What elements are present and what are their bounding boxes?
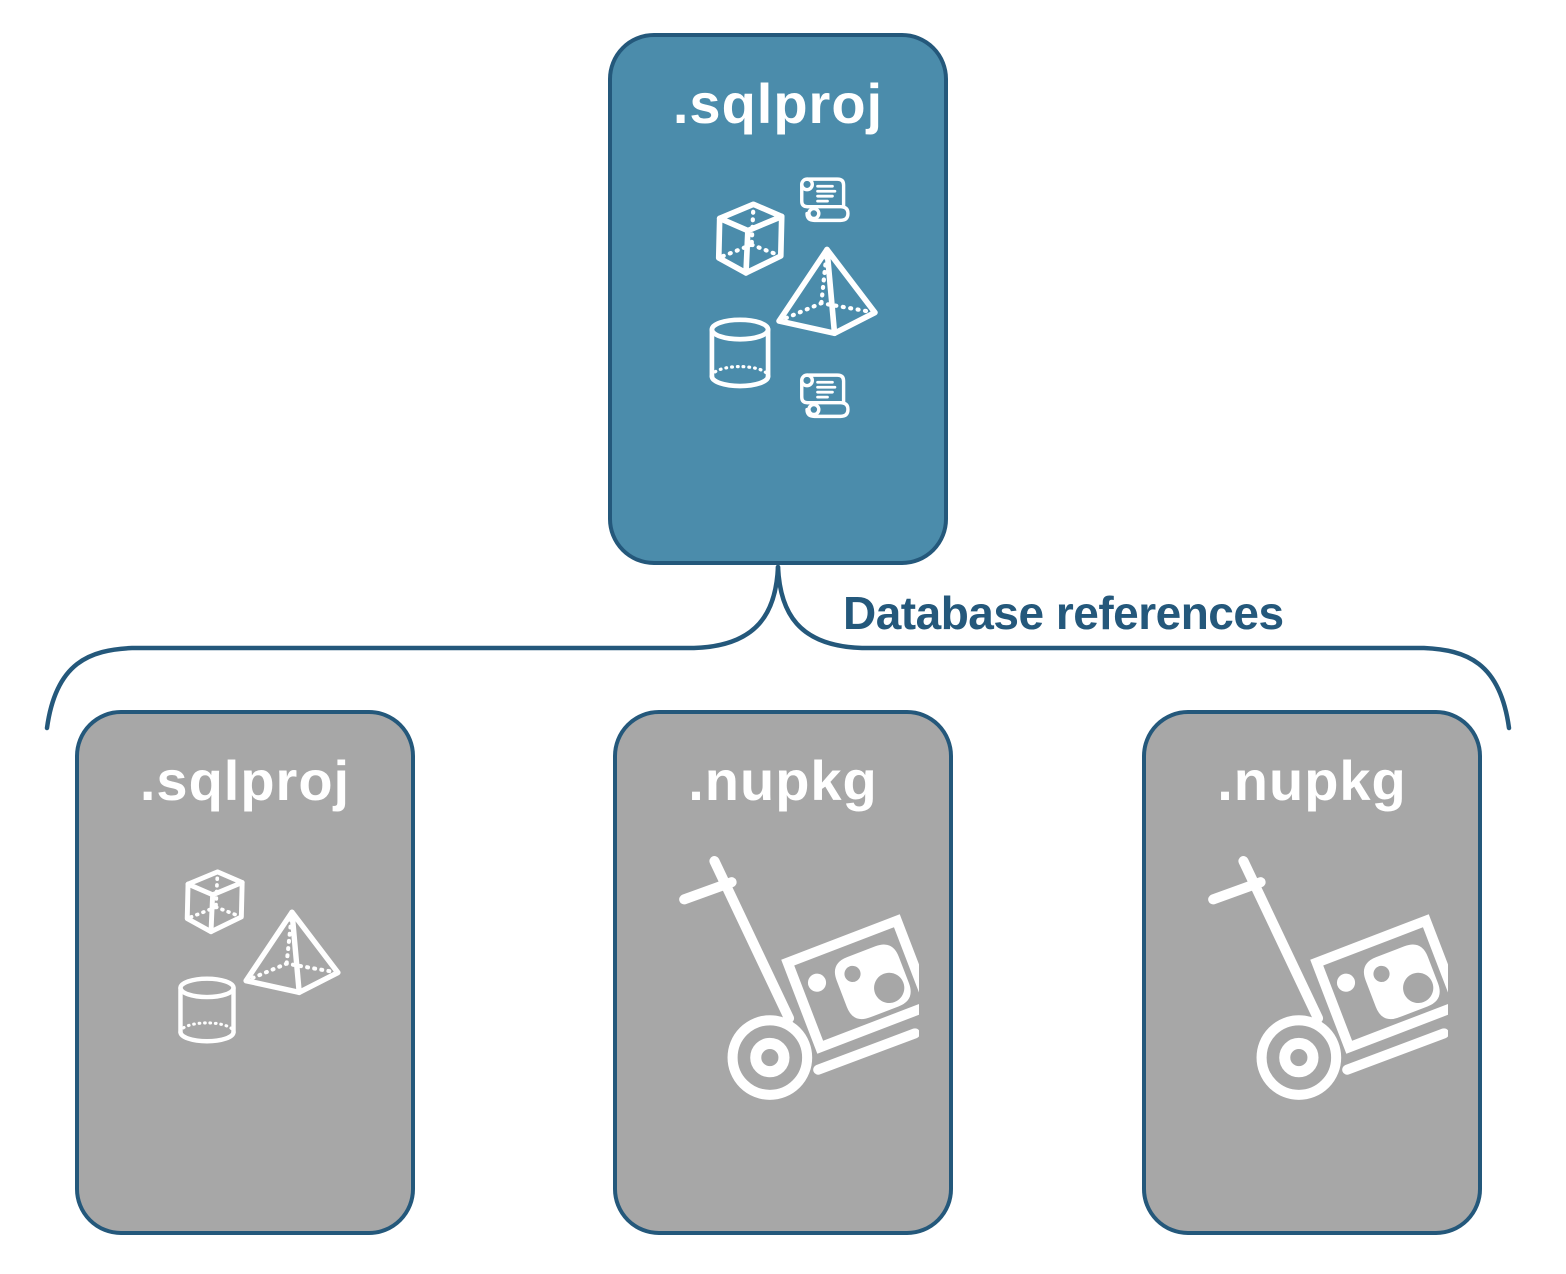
pyramid-icon — [241, 906, 343, 996]
child-box-title: .sqlproj — [139, 749, 351, 812]
nuget-hand-truck-icon — [1186, 856, 1448, 1108]
child-box-title: .nupkg — [1217, 749, 1407, 812]
script-scroll-icon — [794, 367, 856, 431]
nuget-hand-truck-icon — [657, 856, 919, 1108]
pyramid-icon — [774, 243, 880, 337]
root-sqlproj-box: .sqlproj — [608, 33, 948, 565]
script-scroll-icon — [794, 171, 856, 235]
child-sqlproj-box: .sqlproj — [75, 710, 415, 1235]
child-nupkg-box-2: .nupkg — [1142, 710, 1482, 1235]
child-box-title: .nupkg — [688, 749, 878, 812]
connector-label: Database references — [843, 587, 1284, 639]
child-nupkg-box-1: .nupkg — [613, 710, 953, 1235]
cylinder-icon — [704, 311, 776, 397]
cylinder-icon — [173, 970, 241, 1052]
root-box-title: .sqlproj — [672, 72, 884, 135]
